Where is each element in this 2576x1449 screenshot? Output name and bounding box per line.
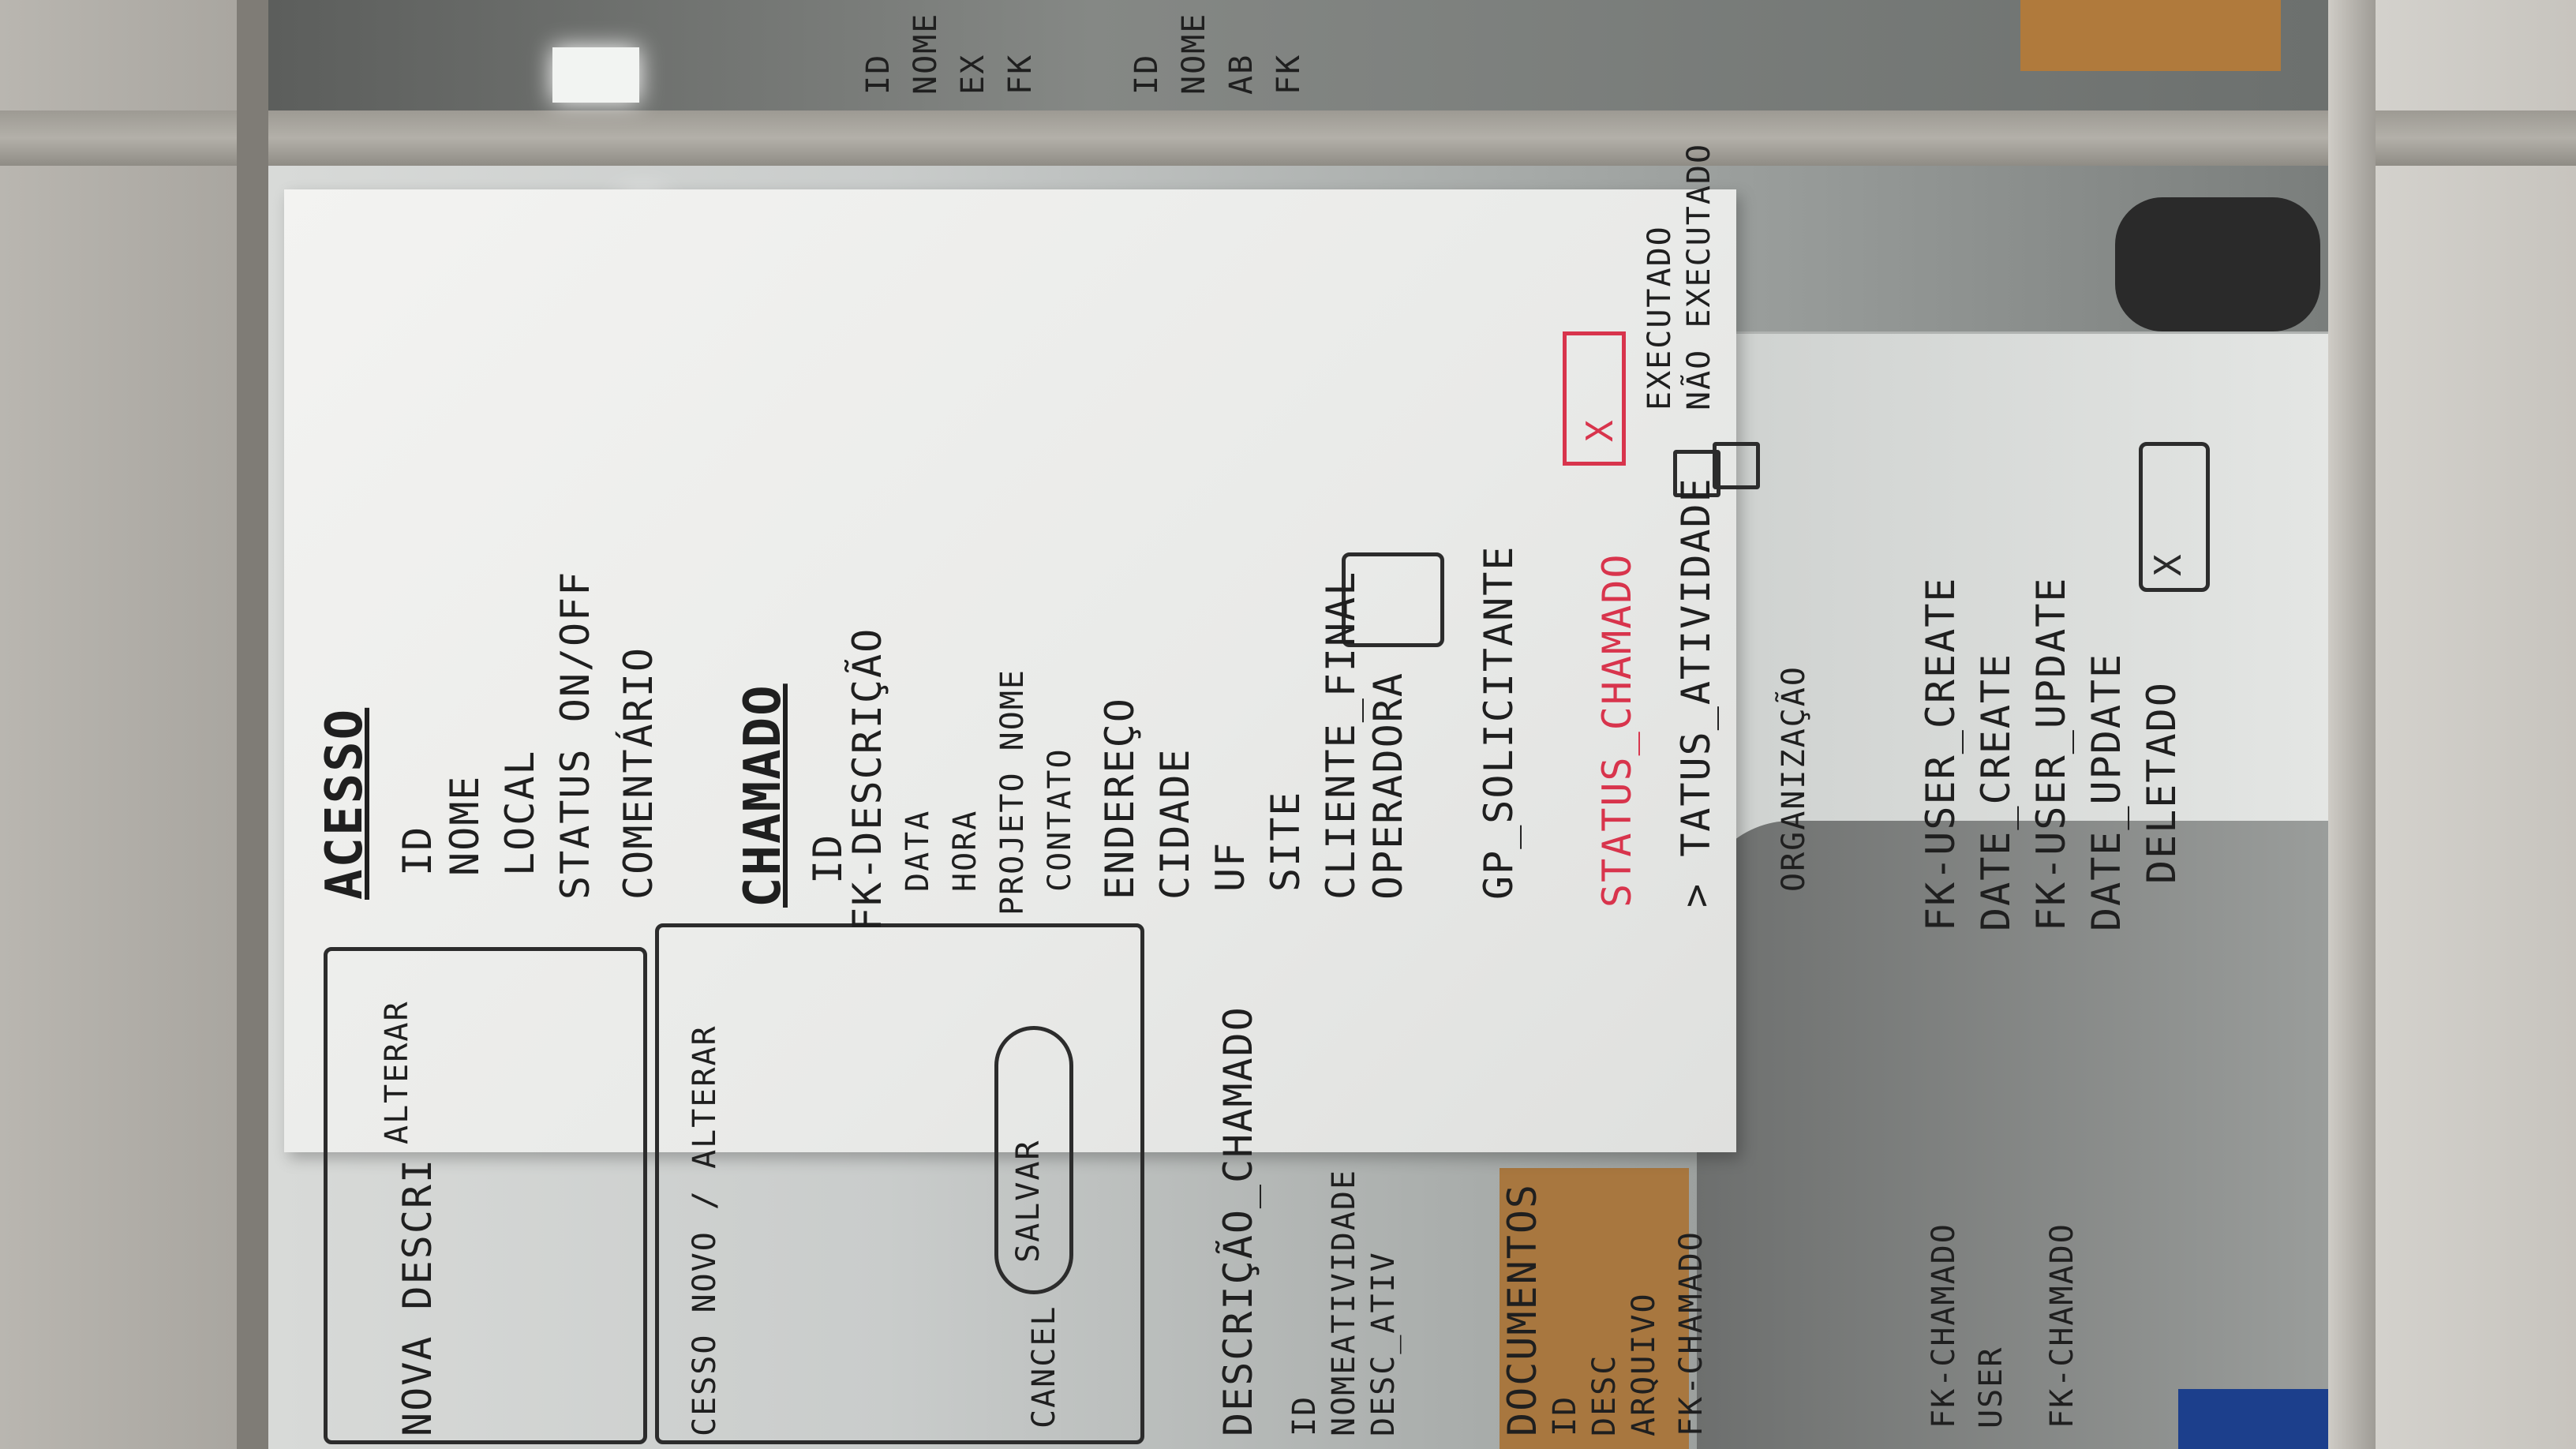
audit-obs: ORGANIZAÇÃO: [1776, 665, 1812, 892]
chamado-field-site: SITE: [1263, 790, 1309, 892]
status-chamado-x-mark: X: [1578, 420, 1621, 442]
acesso-field-id: ID: [395, 825, 440, 876]
bottom-right-user: USER: [1973, 1346, 2009, 1428]
wireframe-alterar-label: ALTERAR: [379, 1000, 415, 1144]
executado-label: EXECUTADO: [1642, 225, 1678, 410]
chamado-heading: CHAMADO: [734, 683, 792, 908]
nao-executado-checkbox: [1713, 442, 1760, 489]
top-note-1: ID: [860, 53, 897, 95]
audit-date-create: DATE_CREATE: [1973, 652, 2019, 931]
documentos-heading: DOCUMENTOS: [1500, 1182, 1545, 1436]
chamado-field-gp-solicitante: GP_SOLICITANTE: [1476, 545, 1522, 900]
chamado-field-cidade: CIDADE: [1152, 747, 1198, 900]
office-wall-left: [0, 0, 237, 1449]
background-blue-object: [2178, 1389, 2328, 1449]
wireframe-salvar-button: [994, 1026, 1073, 1294]
chamado-field-cliente-final: CLIENTE_FINAL: [1318, 570, 1364, 900]
wireframe-acesso-box: [655, 923, 1144, 1444]
top-note-4: FK: [1002, 53, 1039, 95]
audit-fk-user-update: FK-USER_UPDATE: [2028, 576, 2074, 931]
wireframe-icon-box: [1342, 552, 1444, 647]
status-chamado-checkbox: [1563, 331, 1626, 466]
nao-executado-label: NÃO EXECUTADO: [1681, 142, 1717, 410]
background-orange-shelf: [2020, 0, 2281, 71]
office-wall-right: [2368, 0, 2576, 1449]
status-atividade-label: > TATUS_ATIVIDADE: [1673, 477, 1719, 908]
acesso-field-comentario: COMENTÁRIO: [616, 646, 661, 900]
person-shirt: [1697, 821, 2328, 1449]
wireframe-cancel-label: CANCEL: [1026, 1305, 1062, 1429]
documentos-field-id: ID: [1547, 1395, 1583, 1436]
acesso-field-nome: NOME: [442, 774, 488, 876]
descricao-field-nomeatividade: NOMEATIVIDADE: [1326, 1168, 1362, 1436]
chamado-field-fk-descricao: FK-DESCRIÇÃO: [844, 627, 890, 931]
wireframe-salvar-label: SALVAR: [1010, 1139, 1046, 1264]
bottom-right-fk-chamado: FK-CHAMADO: [1926, 1222, 1962, 1428]
deletado-checkbox: [2139, 442, 2210, 592]
chamado-field-contato: CONTATO: [1042, 747, 1078, 892]
ceiling-light-reflection-top: [552, 47, 639, 103]
documentos-field-desc: DESC: [1586, 1354, 1623, 1436]
audit-deletado: DELETADO: [2139, 681, 2185, 884]
executado-checkbox: [1673, 450, 1720, 497]
audit-fk-user-create: FK-USER_CREATE: [1918, 576, 1964, 931]
chamado-field-operadora: OPERADORA: [1365, 672, 1411, 900]
acesso-field-local: LOCAL: [497, 749, 543, 876]
documentos-field-fk-chamado: FK-CHAMADO: [1673, 1230, 1709, 1436]
wireframe-alterar-box: [324, 947, 647, 1444]
descricao-field-id: ID: [1286, 1395, 1323, 1436]
documentos-field-arquivo: ARQUIVO: [1626, 1292, 1662, 1436]
top-note-7: AB: [1223, 53, 1260, 95]
window-frame-horizontal: [0, 110, 2576, 166]
background-wood-panel: [1500, 1168, 1689, 1449]
top-note-5: ID: [1129, 53, 1165, 95]
descricao-heading: DESCRIÇÃO_CHAMADO: [1215, 1005, 1261, 1436]
chamado-field-projeto: PROJETO NOME: [994, 668, 1031, 915]
chamado-field-hora: HORA: [947, 809, 983, 892]
background-bag: [2115, 197, 2320, 331]
chamado-field-endereco: ENDEREÇO: [1097, 697, 1143, 900]
chamado-field-data: DATA: [900, 809, 936, 892]
window-frame-left: [237, 0, 268, 1449]
bottom-right-fk-chamado-2: FK-CHAMADO: [2044, 1222, 2080, 1428]
top-note-6: NOME: [1176, 12, 1212, 95]
window-frame-right: [2328, 0, 2376, 1449]
descricao-field-desc-ativ: DESC_ATIV: [1365, 1251, 1402, 1436]
deletado-x-mark: X: [2147, 554, 2189, 576]
wireframe-nova-descricao-label: NOVA DESCRI: [395, 1157, 440, 1436]
wireframe-acesso-novo-label: CESSO NOVO / ALTERAR: [687, 1024, 723, 1436]
audit-date-update: DATE_UPDATE: [2084, 652, 2129, 931]
acesso-field-status: STATUS ON/OFF: [552, 570, 598, 900]
chamado-field-uf: UF: [1208, 841, 1253, 892]
top-note-3: EX: [955, 53, 991, 95]
acesso-heading: ACESSO: [316, 707, 374, 900]
top-note-8: FK: [1271, 53, 1307, 95]
paper-sheet: [284, 189, 1736, 1152]
status-chamado-label: STATUS_CHAMADO: [1594, 552, 1640, 908]
top-note-2: NOME: [908, 12, 944, 95]
